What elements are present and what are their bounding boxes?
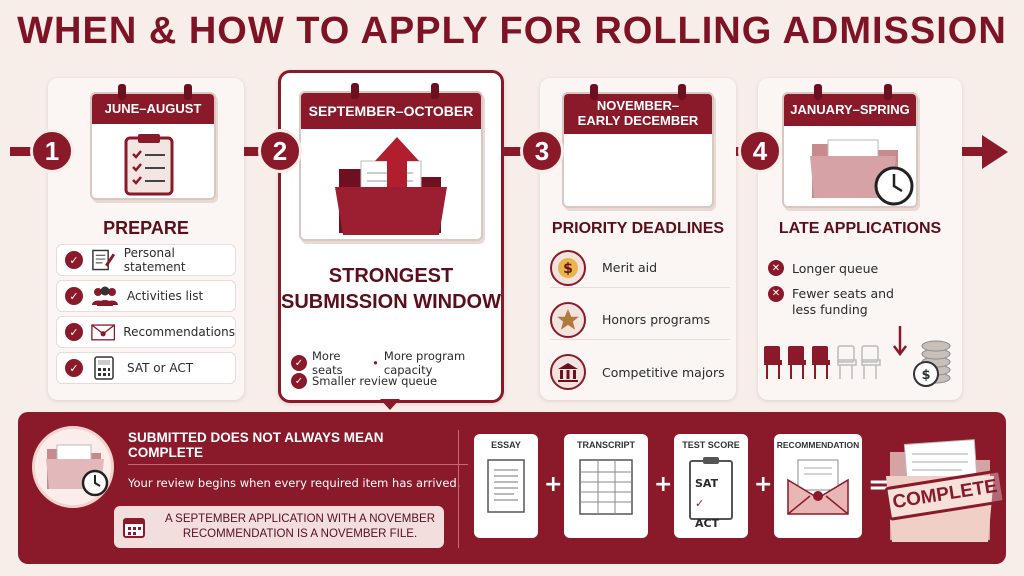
folder-clock-icon [810,139,914,206]
list-item: Competitive majors [550,352,730,392]
list-item: ✓ Recommendations [56,316,236,348]
list-item: ✕ Longer queue [768,260,948,276]
plus-icon: + [654,472,673,497]
calendar-icon: NOVEMBER– EARLY DECEMBER [562,92,714,208]
check-icon: ✓ [65,287,83,305]
people-icon [92,286,118,306]
recommendation-doc: RECOMMENDATION [774,434,862,538]
x-icon: ✕ [768,286,784,302]
empty-chairs-icon: $ [764,326,951,387]
transcript-icon [579,459,633,515]
step-4-card: JANUARY–SPRING LATE APPLICATIONS ✕ Longe… [758,78,962,400]
list-item: $ Merit aid [550,248,730,288]
check-icon: ✓ [65,251,83,269]
calendar-small-icon [123,518,145,538]
calendar-icon: SEPTEMBER–OCTOBER [299,91,483,241]
medal-dollar-icon: $ [550,249,586,286]
folder-icon [886,439,994,542]
note-text: A SEPTEMBER APPLICATION WITH A NOVEMBER … [164,513,436,540]
check-icon: ✓ [65,359,83,377]
building-icon [550,354,586,390]
plus-icon: + [754,472,773,497]
pointer-icon [380,399,400,410]
calendar-icon: JANUARY–SPRING [782,92,918,208]
folder-clock-icon [32,426,114,508]
step-1-card: JUNE–AUGUST PREPARE ✓ Personal statement… [48,78,244,400]
clipboard-icon [124,134,174,196]
clipboard-icon: SAT ✓ ACT ✓ [689,457,733,550]
test-score-doc: TEST SCORE SAT ✓ ACT ✓ [674,434,748,550]
list-item: ✕ Fewer seats and less funding [768,286,898,318]
transcript-doc: TRANSCRIPT [564,434,648,538]
step-3-card: NOVEMBER– EARLY DECEMBER PRIORITY DEADLI… [540,78,736,400]
essay-doc: ESSAY [474,434,538,538]
svg-text:$: $ [921,368,930,383]
equals-icon: = [868,470,890,500]
list-item: ✓ SAT or ACT [56,352,236,384]
check-icon: ✓ [65,323,83,341]
completeness-banner: SUBMITTED DOES NOT ALWAYS MEAN COMPLETE … [18,412,1006,564]
list-item: ✓ Activities list [56,280,236,312]
step-2-number: 2 [258,129,302,173]
svg-text:$: $ [563,261,573,277]
step-4-period: JANUARY–SPRING [784,94,916,126]
bullet-row: ✓ Smaller review queue [291,373,501,389]
folder-upload-icon [335,137,447,235]
step-3-number: 3 [520,129,564,173]
step-4-number: 4 [738,129,782,173]
complete-folder: COMPLETE [884,426,1006,550]
banner-subtext: Your review begins when every required i… [128,476,461,490]
page-title: WHEN & HOW TO APPLY FOR ROLLING ADMISSIO… [17,10,1007,52]
calculator-icon [94,356,114,380]
list-item: ✓ Personal statement [56,244,236,276]
step-3-period: NOVEMBER– EARLY DECEMBER [564,94,712,134]
bullet-row: ✓ More seats • More program capacity [291,349,501,377]
x-icon: ✕ [768,260,784,276]
step-3-heading: PRIORITY DEADLINES [551,220,725,237]
timeline-arrow-icon [982,135,1008,169]
note-box: A SEPTEMBER APPLICATION WITH A NOVEMBER … [114,506,444,548]
step-1-period: JUNE–AUGUST [92,94,214,124]
document-pen-icon [92,249,116,271]
star-icon [550,301,586,338]
list-item: Honors programs [550,300,730,340]
step-1-heading: PREPARE [103,218,189,238]
essay-icon [487,459,525,513]
calendar-icon: JUNE–AUGUST [90,92,216,200]
step-2-heading: STRONGEST SUBMISSION WINDOW [281,265,501,313]
plus-icon: + [544,472,563,497]
envelope-icon [787,459,849,515]
step-2-card: SEPTEMBER–OCTOBER STRONGEST SUBMISSION W… [278,70,504,403]
step-4-heading: LATE APPLICATIONS [778,220,942,237]
check-icon: ✓ [291,355,307,371]
banner-heading: SUBMITTED DOES NOT ALWAYS MEAN COMPLETE [128,430,384,460]
step-1-number: 1 [30,129,74,173]
step-2-period: SEPTEMBER–OCTOBER [301,93,481,129]
check-icon: ✓ [291,373,307,389]
envelope-icon [91,324,116,341]
